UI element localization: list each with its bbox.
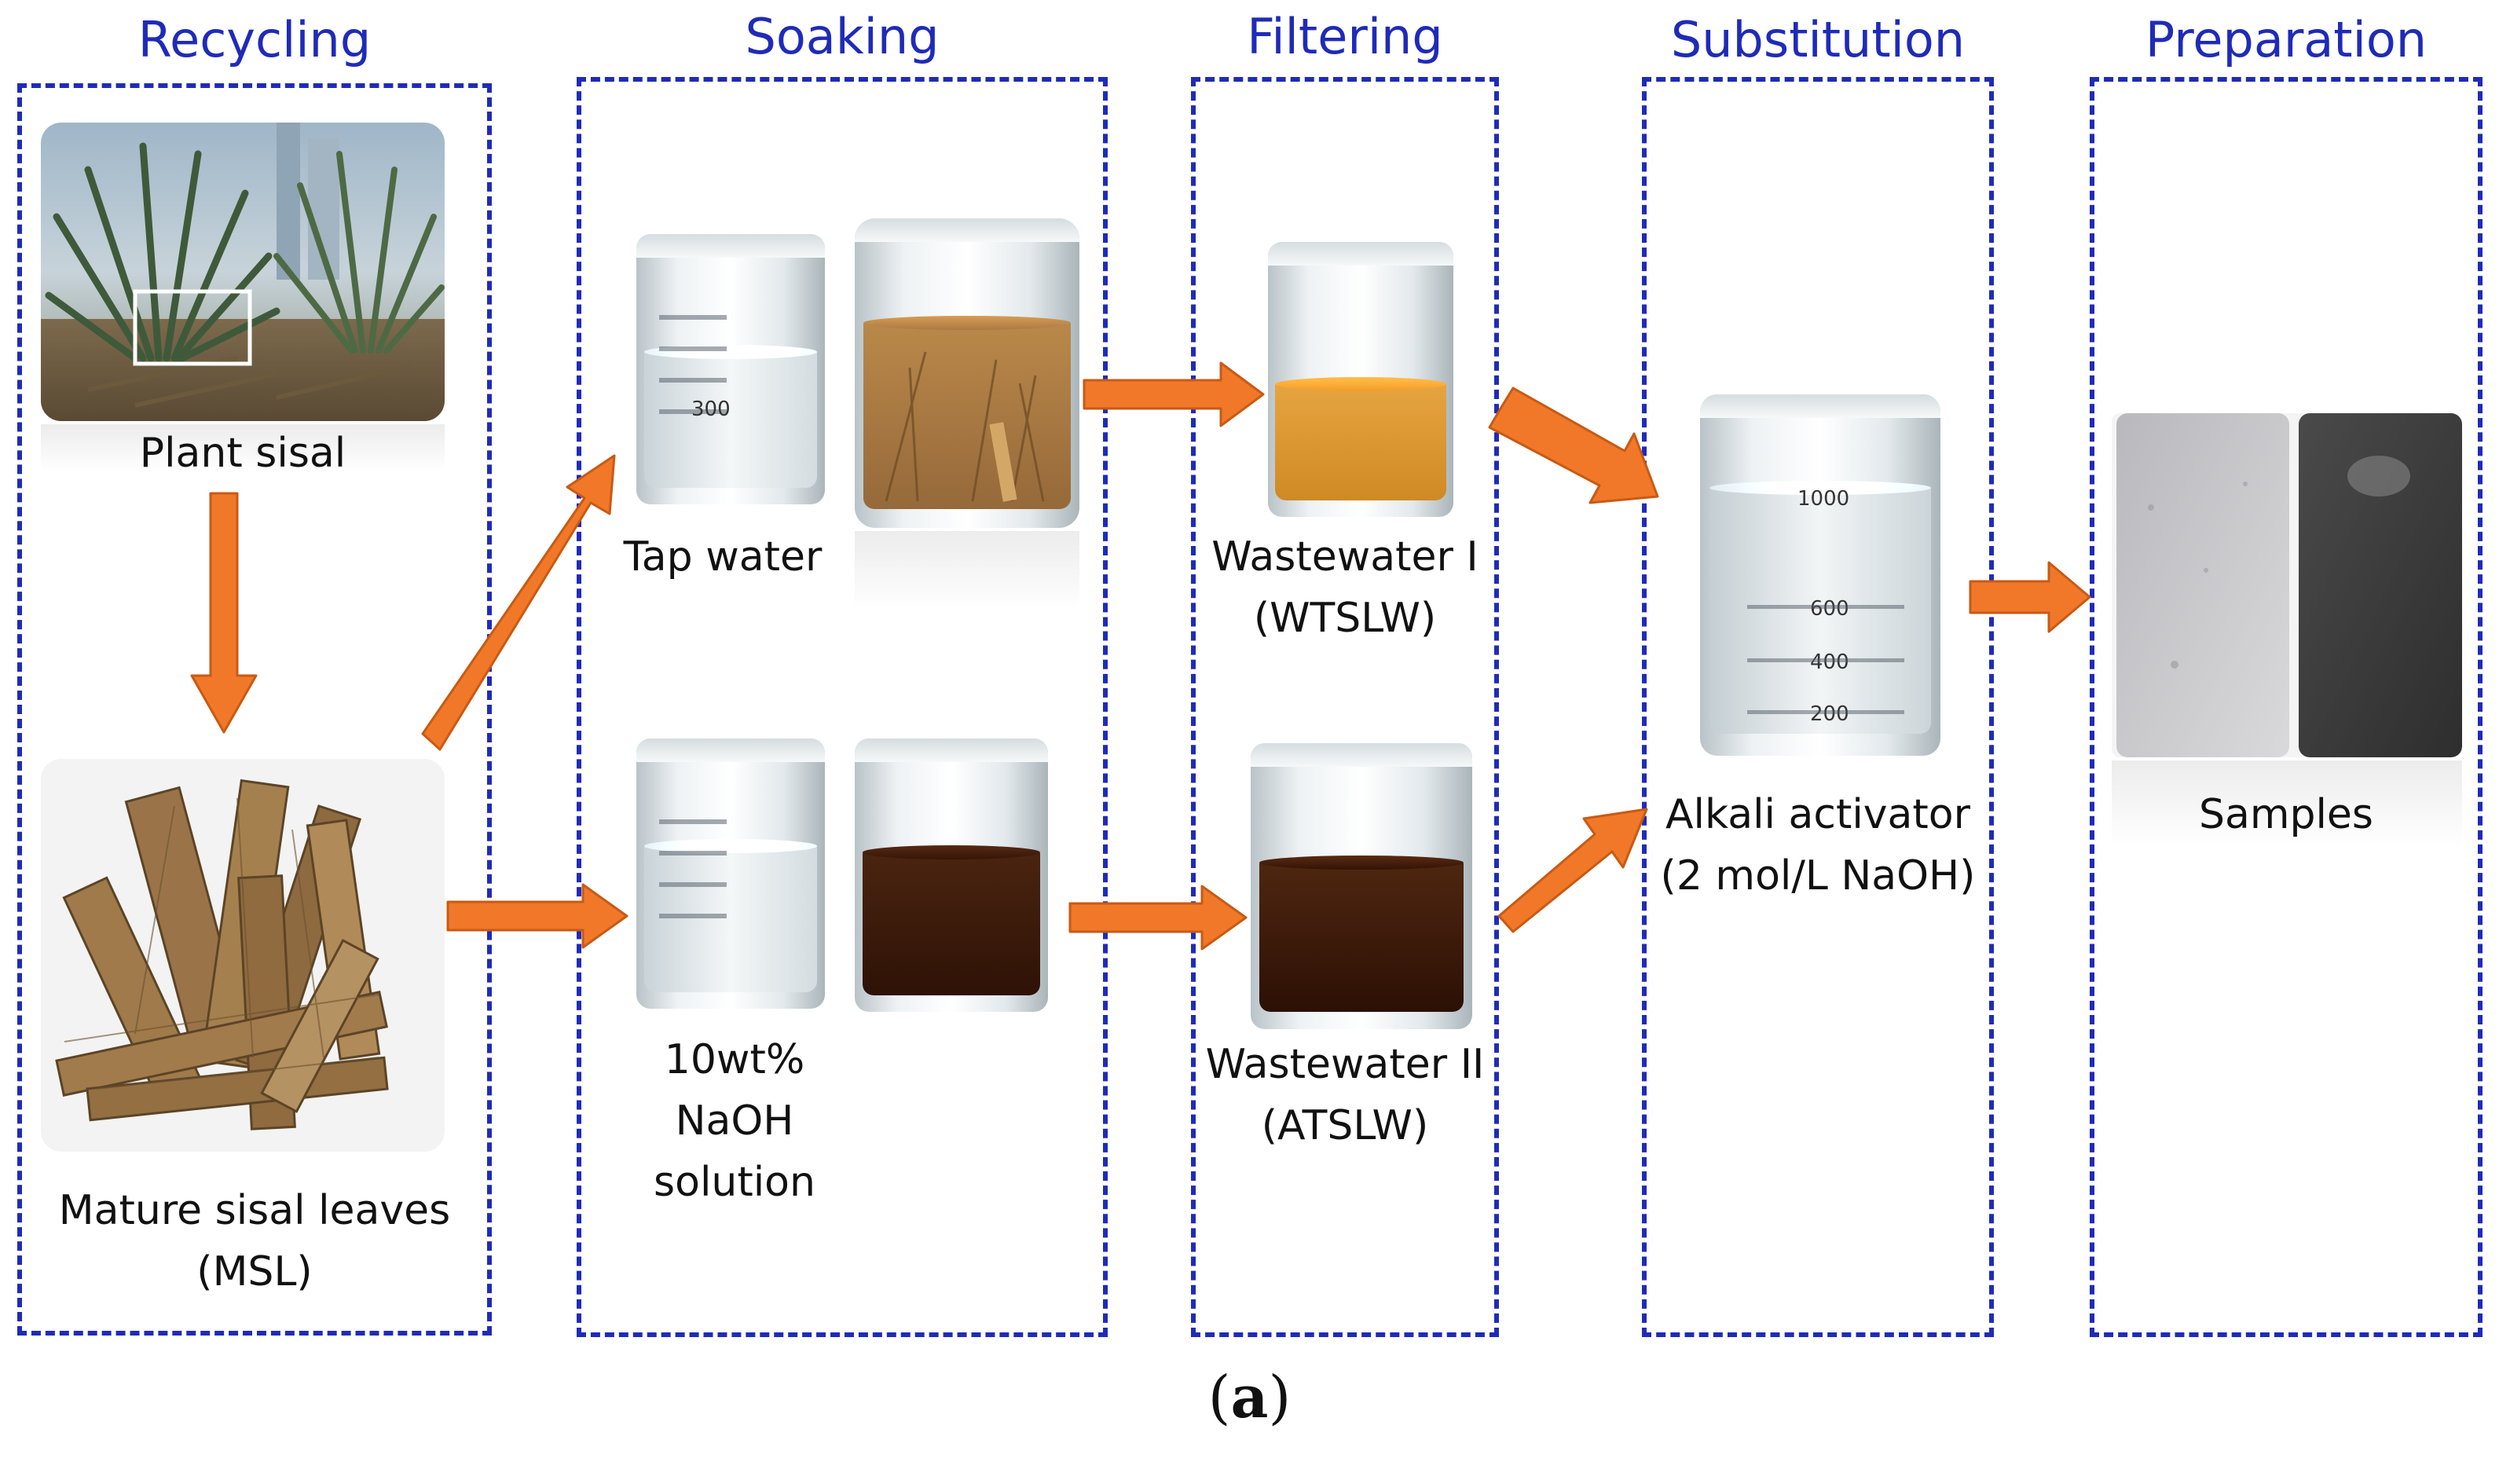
naoh-soak-beaker (855, 738, 1048, 1012)
arrow-soak-to-ww1 (1083, 361, 1265, 427)
activator-mark-400: 400 (1810, 650, 1849, 674)
msl-label-line2: (MSL) (196, 1248, 313, 1295)
samples-photo (2112, 413, 2462, 757)
arrow-leaves-to-tapwater (421, 454, 616, 751)
naoh-label-line2: NaOH (675, 1097, 794, 1145)
wastewater-ii-label-line2: (ATSLW) (1261, 1102, 1429, 1149)
plant-sisal-illustration (41, 123, 445, 421)
stage-title-substitution: Substitution (1670, 11, 1966, 68)
alkali-activator-label-line1: Alkali activator (1665, 791, 1971, 838)
soaking-fiber-strands (885, 351, 1045, 502)
caption-close: ) (1268, 1364, 1292, 1431)
stage-box-filtering (1191, 77, 1499, 1337)
arrow-ww1-to-activator (1488, 387, 1659, 504)
wastewater-i-beaker (1268, 242, 1453, 517)
caption-letter: a (1230, 1364, 1269, 1431)
arrow-ww2-to-activator (1497, 808, 1648, 933)
naoh-label-line3: solution (654, 1159, 815, 1206)
soak-reflection-top (855, 531, 1079, 610)
stage-title-recycling: Recycling (137, 11, 372, 68)
sisal-leaves-illustration (55, 779, 389, 1130)
stage-box-soaking (577, 77, 1108, 1337)
wastewater-i-label-line1: Wastewater I (1211, 533, 1479, 581)
arrow-plant-to-leaves (190, 492, 258, 734)
msl-label-line1: Mature sisal leaves (58, 1187, 451, 1234)
naoh-label-line1: 10wt% (664, 1036, 805, 1083)
samples-illustration (2112, 413, 2462, 757)
activator-mark-600: 600 (1810, 597, 1849, 621)
activator-mark-200: 200 (1810, 702, 1849, 726)
mature-sisal-leaves-photo (41, 759, 445, 1152)
stage-box-recycling (17, 83, 492, 1336)
tap-water-soak-beaker (855, 218, 1079, 528)
wastewater-i-label-line2: (WTSLW) (1253, 595, 1437, 642)
stage-title-preparation: Preparation (2145, 11, 2428, 68)
plant-sisal-photo (41, 123, 445, 421)
stage-box-preparation (2090, 77, 2483, 1337)
tap-water-beaker: 300 (636, 234, 825, 504)
plant-photo-reflection (41, 424, 445, 471)
figure-caption: (a) (0, 1364, 2499, 1431)
samples-reflection (2112, 760, 2462, 847)
stage-title-filtering: Filtering (1247, 8, 1443, 65)
alkali-activator-label-line2: (2 mol/L NaOH) (1660, 852, 1976, 900)
samples-label: Samples (2198, 791, 2374, 838)
tap-water-label: Tap water (623, 533, 823, 581)
plant-sisal-label: Plant sisal (139, 430, 346, 477)
wastewater-ii-beaker (1251, 743, 1472, 1029)
arrow-soak-to-ww2 (1068, 885, 1248, 951)
activator-mark-1000: 1000 (1797, 487, 1850, 511)
stage-box-substitution (1642, 77, 1994, 1337)
alkali-activator-beaker: 1000 600 400 200 (1700, 394, 1940, 756)
tap-beaker-mark: 300 (691, 398, 731, 421)
arrow-activator-to-samples (1969, 561, 2091, 633)
wastewater-ii-label-line1: Wastewater II (1205, 1041, 1485, 1088)
stage-title-soaking: Soaking (745, 8, 940, 65)
arrow-leaves-to-naoh (446, 883, 628, 949)
caption-open: ( (1207, 1364, 1231, 1431)
naoh-solution-beaker (636, 738, 825, 1009)
